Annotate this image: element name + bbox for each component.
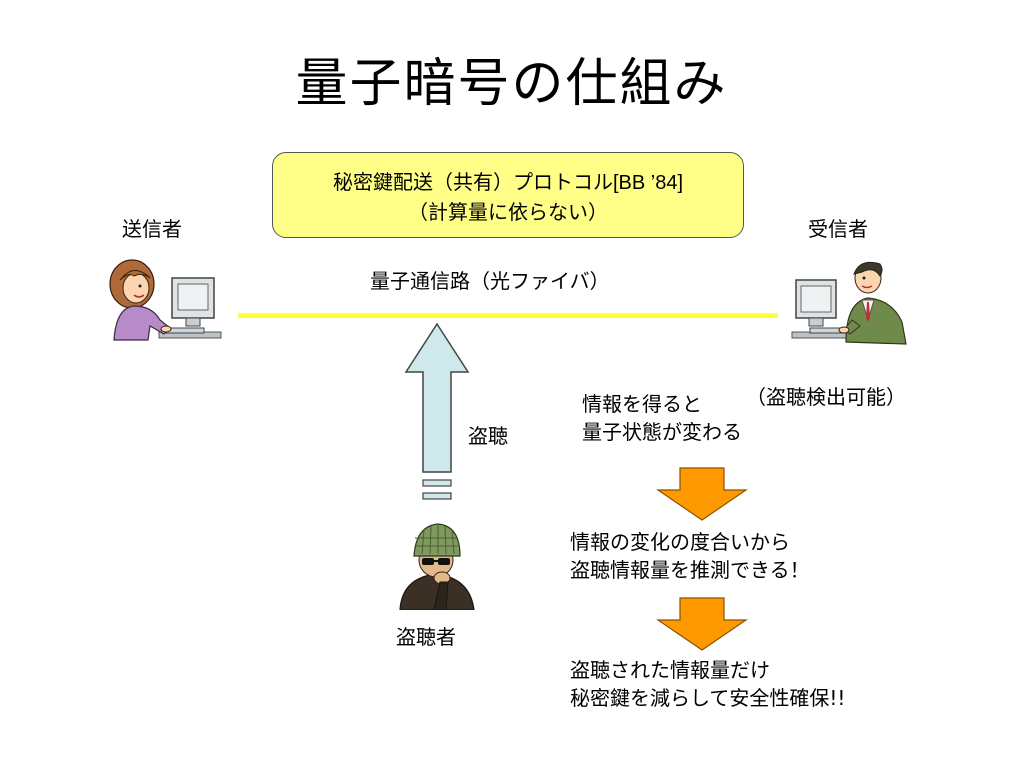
- step2-text: 情報の変化の度合いから 盗聴情報量を推測できる！: [570, 528, 810, 584]
- man-at-computer-icon: [790, 250, 910, 350]
- sender-label: 送信者: [122, 217, 182, 241]
- protocol-reference: [BB ’84]: [612, 172, 684, 194]
- protocol-note: （計算量に依らない）: [408, 200, 608, 224]
- slide-title: 量子暗号の仕組み: [295, 54, 728, 114]
- eavesdropper-in-cap-icon: [394, 516, 478, 611]
- detection-note: （盗聴検出可能）: [746, 385, 906, 409]
- step3-text: 盗聴された情報量だけ 秘密鍵を減らして安全性確保!!: [570, 656, 845, 712]
- eavesdrop-label: 盗聴: [468, 424, 508, 448]
- down-arrow-icon: [654, 466, 750, 522]
- down-arrow-icon: [654, 596, 750, 652]
- protocol-title: 秘密鍵配送（共有）プロトコル[BB ’84]: [272, 168, 744, 197]
- step1-line1: 情報を得ると: [582, 392, 702, 416]
- protocol-box: [272, 152, 744, 238]
- channel-label: 量子通信路（光ファイバ）: [370, 269, 610, 293]
- step3-line1: 盗聴された情報量だけ: [570, 658, 770, 682]
- step1-text: 情報を得ると 量子状態が変わる: [582, 390, 742, 446]
- step2-line1: 情報の変化の度合いから: [570, 530, 790, 554]
- up-arrow-icon: [404, 322, 470, 506]
- step2-line2: 盗聴情報量を推測できる！: [570, 558, 810, 582]
- eavesdropper-label: 盗聴者: [396, 625, 456, 649]
- woman-at-computer-icon: [104, 250, 224, 350]
- step3-line2: 秘密鍵を減らして安全性確保!!: [570, 686, 846, 710]
- step1-line2: 量子状態が変わる: [582, 420, 742, 444]
- receiver-label: 受信者: [808, 217, 868, 241]
- protocol-name: 秘密鍵配送（共有）プロトコル: [332, 170, 613, 194]
- quantum-channel-line: [238, 313, 778, 318]
